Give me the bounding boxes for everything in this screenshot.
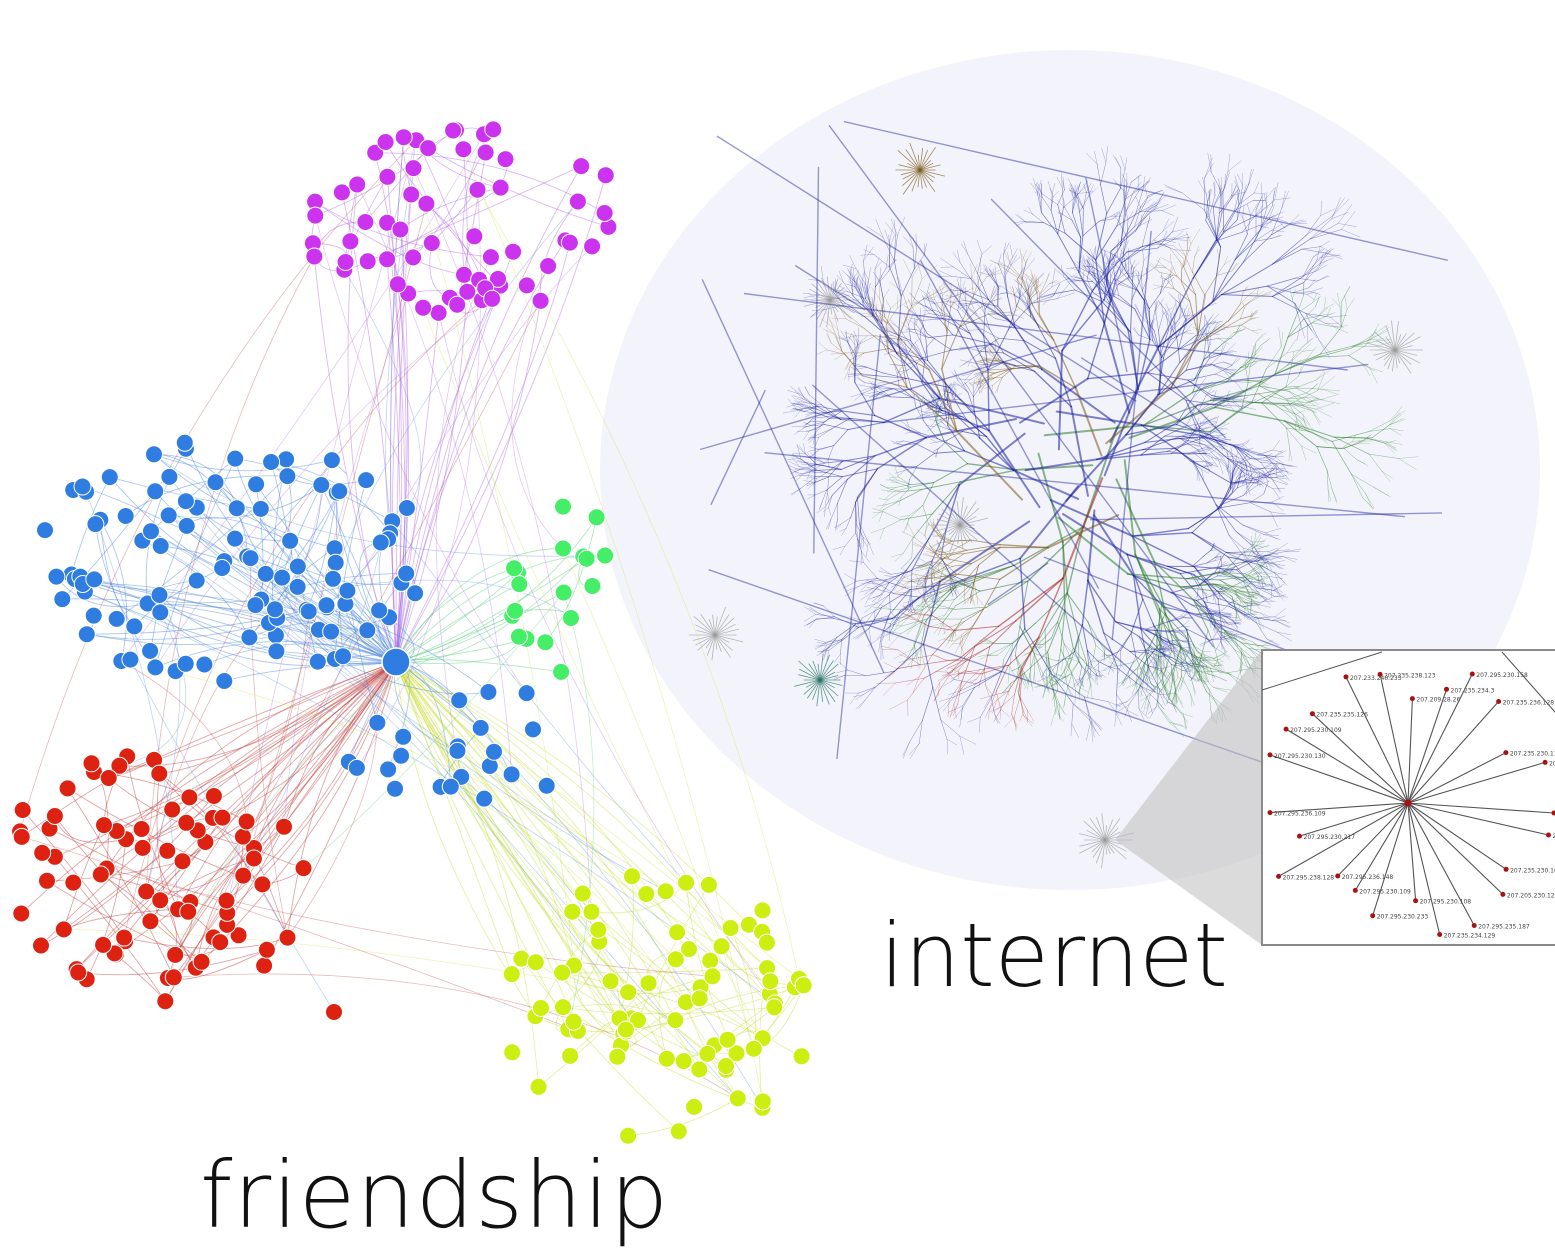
network-illustration: 207.209.28.26207.235.234.3207.295.230.15…	[0, 0, 1555, 1246]
